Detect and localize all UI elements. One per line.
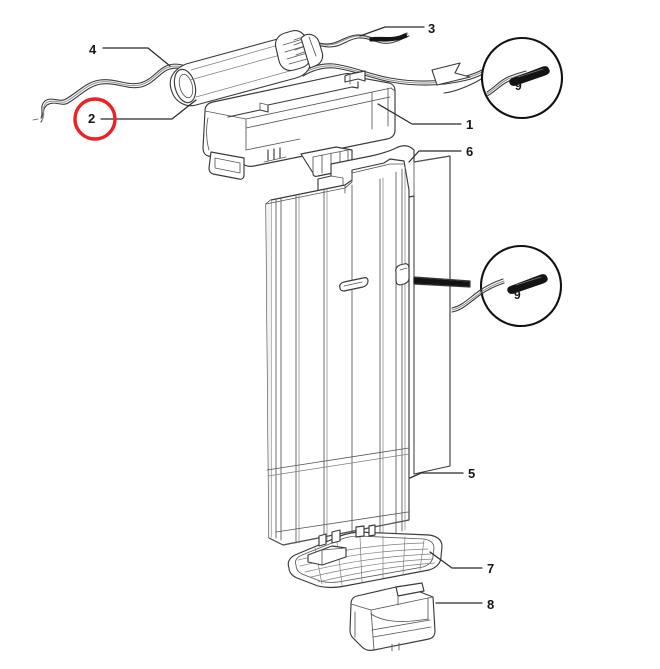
reference-label-4: 4	[89, 42, 97, 57]
reference-label-5: 5	[468, 466, 476, 481]
leader-lines	[100, 26, 483, 604]
part-trim-panel-main	[265, 158, 410, 546]
reference-label-2: 2	[88, 111, 96, 126]
part-cylinder-duct	[169, 29, 324, 107]
reference-label-3: 3	[428, 21, 436, 36]
part-cable-lead-lower	[32, 63, 189, 123]
detail-callout-9-top	[431, 36, 564, 120]
reference-label-6: 6	[466, 144, 474, 159]
reference-label-1: 1	[466, 117, 474, 132]
part-trim-panel-upper	[317, 145, 451, 475]
reference-label-8: 8	[487, 597, 495, 612]
leader-line-1	[377, 103, 462, 125]
part-vent-grille	[287, 524, 443, 589]
leader-line-3	[359, 26, 425, 37]
leader-line-2	[100, 99, 197, 120]
part-housing-bracket	[202, 70, 396, 180]
callout-label-9-middle: 9	[514, 288, 521, 302]
part-cable-harness-right	[301, 62, 496, 86]
highlight-annotation-circle	[73, 97, 117, 141]
leader-line-5	[409, 472, 464, 479]
leader-line-6	[408, 150, 462, 163]
leader-line-7	[429, 551, 483, 569]
leader-line-4	[102, 47, 171, 67]
part-storage-pocket	[349, 582, 436, 652]
detail-callout-9-middle	[413, 244, 563, 328]
callout-label-9-top: 9	[515, 79, 522, 93]
reference-label-7: 7	[487, 561, 495, 576]
